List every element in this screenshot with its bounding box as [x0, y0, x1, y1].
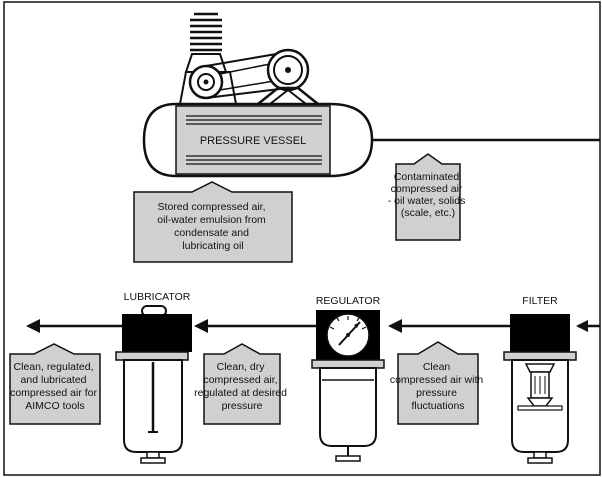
motor-wheel-icon — [266, 48, 310, 92]
svg-text:Contaminated compressed: Contaminated compressed air - oil water,… — [388, 171, 469, 219]
flow-arrow-to-tools — [26, 319, 122, 333]
lubricator-head — [122, 314, 192, 352]
svg-text:Clean, regulated, and lu: Clean, regulated, and lubricated compres… — [10, 361, 100, 412]
lubricator-unit: LUBRICATOR — [115, 291, 192, 464]
cooling-fins-icon — [190, 12, 222, 52]
svg-text:Stored compressed air, o: Stored compressed air, oil-water emulsio… — [157, 201, 268, 252]
filter-unit: FILTER — [503, 295, 577, 464]
flow-arrow-into-filter — [576, 320, 600, 332]
diagram-frame — [3, 1, 601, 476]
callout-stored-air: Stored compressed air, oil-water emulsio… — [133, 181, 293, 263]
regulator-unit: REGULATOR — [311, 295, 385, 462]
pressure-vessel-label: PRESSURE VESSEL — [200, 135, 306, 147]
callout-contaminated-air: Contaminated compressed air - oil water,… — [388, 153, 469, 241]
regulator-label: REGULATOR — [316, 295, 381, 307]
filter-head — [510, 314, 570, 352]
filter-element-icon — [517, 363, 563, 411]
svg-text:Clean compressed air wit: Clean compressed air with pressure fluct… — [390, 361, 486, 412]
pressure-gauge-icon — [326, 313, 370, 357]
callout-clean-fluctuating-air: Clean compressed air with pressure fluct… — [390, 341, 486, 425]
lubricator-label: LUBRICATOR — [124, 291, 191, 303]
callout-clean-dry-air: Clean, dry compressed air, regulated at … — [194, 343, 290, 425]
pulley-wheel-small-icon — [188, 64, 224, 100]
pressure-vessel: PRESSURE VESSEL — [142, 102, 374, 178]
flow-arrow-regulator-to-lubricator — [194, 319, 316, 333]
svg-text:Clean, dry compressed ai: Clean, dry compressed air, regulated at … — [194, 361, 290, 412]
compressor: PRESSURE VESSEL — [142, 12, 374, 178]
filter-label: FILTER — [522, 295, 558, 307]
flow-arrow-filter-to-regulator — [388, 319, 510, 333]
callout-clean-lubricated-air: Clean, regulated, and lubricated compres… — [9, 343, 101, 425]
